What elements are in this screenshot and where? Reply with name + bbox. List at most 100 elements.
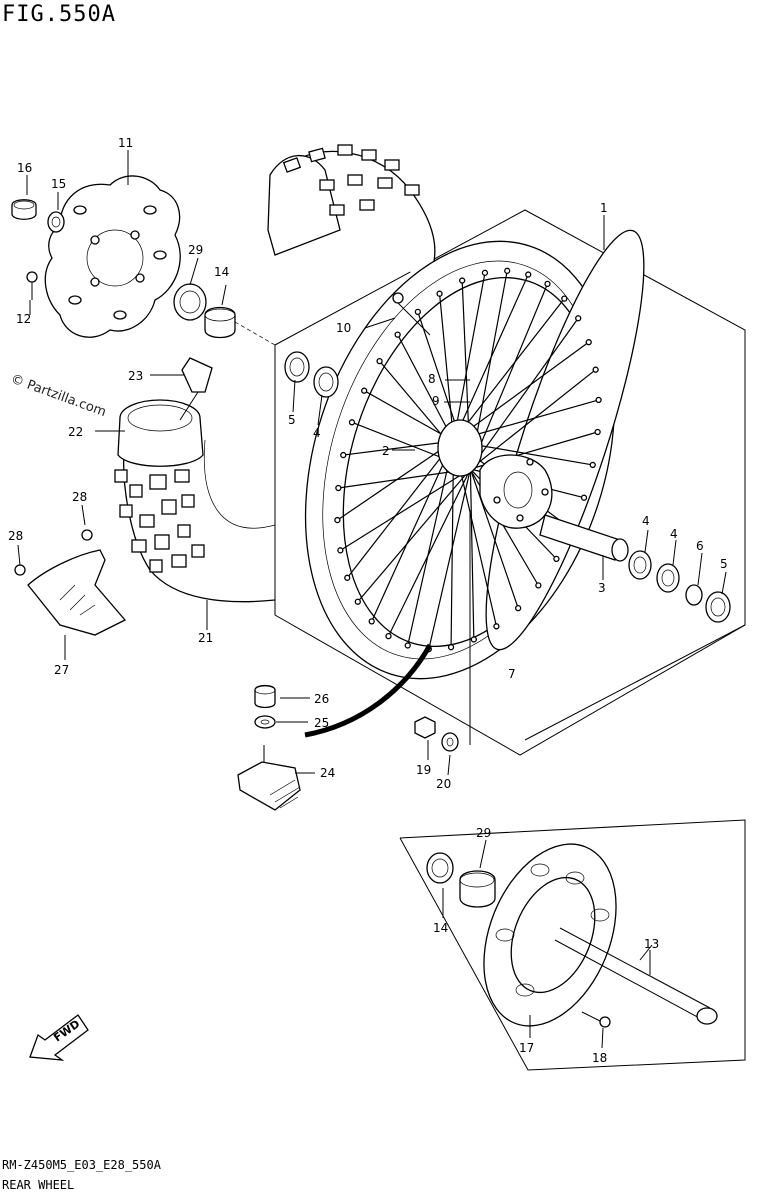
sprocket-bolt <box>581 1011 611 1028</box>
fwd-arrow-icon: FWD <box>29 1014 89 1061</box>
spoke-nipple <box>392 292 431 336</box>
watermark: © Partzilla.com <box>9 372 108 420</box>
rear-tire <box>114 144 436 603</box>
spoke-nipple-mark <box>553 555 560 563</box>
callout-10: 10 <box>336 321 351 335</box>
callout-16: 16 <box>17 161 32 175</box>
spoke-nipple-mark <box>361 387 368 394</box>
callout-5: 5 <box>720 557 728 571</box>
left-spacer-and-seal <box>173 283 276 346</box>
callout-4: 4 <box>313 426 321 440</box>
diagram-code: RM-Z450M5_E03_E28_550A <box>2 1158 161 1172</box>
spoke-nipple-mark <box>493 623 500 630</box>
spoke-nipple-mark <box>594 428 601 436</box>
spoke-nipple-mark <box>589 461 596 469</box>
rear-hub <box>437 419 553 529</box>
spoke-nipple-mark <box>481 269 489 276</box>
sprocket-assembly-frame <box>399 819 746 1071</box>
left-bearings-and-seals <box>284 351 339 398</box>
spoke <box>453 272 486 442</box>
tire-tread-blocks <box>114 144 420 573</box>
spoke-nipple-mark <box>414 308 422 316</box>
spoke <box>407 440 455 646</box>
spoke-nipple-mark <box>348 419 356 426</box>
spoke-nipple-mark <box>334 516 341 524</box>
lock-nut-and-washer <box>414 510 471 752</box>
callout-27: 27 <box>54 663 69 677</box>
rim-band <box>179 357 213 421</box>
spoke <box>453 274 529 442</box>
spoke <box>428 468 471 650</box>
callout-25: 25 <box>314 716 329 730</box>
lower-spacer-and-seal <box>426 852 496 908</box>
rim-lock-parts <box>237 643 433 811</box>
spoke <box>371 440 455 622</box>
spoke <box>357 468 471 603</box>
right-bearings-and-seals <box>628 550 731 623</box>
callout-1: 1 <box>600 201 608 215</box>
callout-28: 28 <box>8 529 23 543</box>
callout-29: 29 <box>476 826 491 840</box>
spoke-nipple-mark <box>344 574 351 581</box>
brake-disc <box>44 175 181 338</box>
spoke-nipple-mark <box>504 267 511 274</box>
callout-14: 14 <box>214 265 229 279</box>
spoke <box>470 369 596 470</box>
spoke-nipple-mark <box>337 547 344 554</box>
spoke-nipple-mark <box>544 280 551 288</box>
spoke <box>397 334 455 442</box>
spoke <box>438 293 455 442</box>
spoke-nipple-mark <box>447 644 455 651</box>
spoke-nipple-mark <box>385 632 392 640</box>
spoke <box>453 298 565 442</box>
axle <box>554 927 718 1025</box>
assembly-frame <box>274 209 746 756</box>
spoke-nipple-mark <box>404 642 411 649</box>
callout-13: 13 <box>644 937 659 951</box>
callout-23: 23 <box>128 369 143 383</box>
callout-14: 14 <box>433 921 448 935</box>
diagram-name: REAR WHEEL <box>2 1178 75 1192</box>
spoke-nipple-mark <box>592 366 599 373</box>
spoke-nipple-mark <box>561 295 568 302</box>
spoke-nipple-mark <box>436 290 443 297</box>
disc-hardware <box>11 199 65 300</box>
callout-labels: 1 2 3 4 4 4 5 5 6 7 8 9 10 11 12 13 14 1… <box>8 136 728 1065</box>
callout-3: 3 <box>598 581 606 595</box>
spoke <box>453 341 590 442</box>
callout-17: 17 <box>519 1041 534 1055</box>
callout-12: 12 <box>16 312 31 326</box>
callout-6: 6 <box>696 539 704 553</box>
callout-4: 4 <box>642 514 650 528</box>
leader-lines <box>17 150 727 1049</box>
callout-18: 18 <box>592 1051 607 1065</box>
spoke-nipple-mark <box>335 484 342 492</box>
hub-spacer <box>539 514 629 562</box>
inner-tube <box>117 399 204 467</box>
callout-2: 2 <box>382 444 390 458</box>
callout-20: 20 <box>436 777 451 791</box>
spoke-nipple-mark <box>340 451 347 459</box>
callout-19: 19 <box>416 763 431 777</box>
spoke <box>469 468 519 609</box>
callout-15: 15 <box>51 177 66 191</box>
callout-29: 29 <box>188 243 203 257</box>
spoke <box>343 440 454 456</box>
callout-9: 9 <box>432 394 440 408</box>
callout-22: 22 <box>68 425 83 439</box>
callout-21: 21 <box>198 631 213 645</box>
spoke-nipple-mark <box>535 582 542 589</box>
callout-5: 5 <box>288 413 296 427</box>
spoke-nipple-mark <box>585 339 592 346</box>
callout-24: 24 <box>320 766 335 780</box>
spoke-nipple-mark <box>459 277 466 284</box>
figure-title: FIG.550A <box>2 2 116 27</box>
spoke <box>469 317 579 470</box>
callout-4: 4 <box>670 527 678 541</box>
spoke <box>340 468 471 551</box>
callout-8: 8 <box>428 372 436 386</box>
spoke-nipple-mark <box>525 271 532 278</box>
callout-7: 7 <box>508 667 516 681</box>
spoke <box>469 468 475 640</box>
